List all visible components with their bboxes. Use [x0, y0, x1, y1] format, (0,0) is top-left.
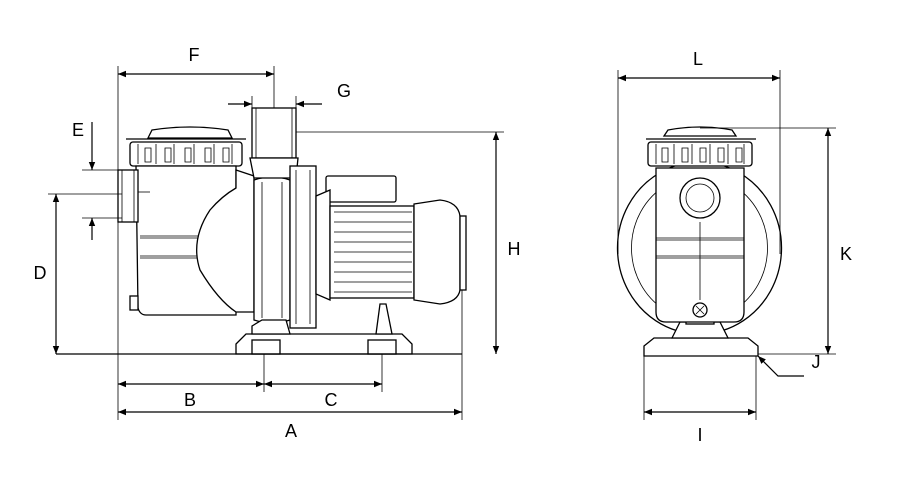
front-extension-lines [617, 70, 836, 420]
label-G: G [337, 81, 351, 101]
front-lid [646, 126, 756, 167]
strainer-lid [126, 126, 246, 167]
label-I: I [697, 425, 702, 445]
label-H: H [508, 239, 521, 259]
flange [289, 165, 317, 329]
side-view [56, 107, 467, 355]
base [235, 303, 413, 355]
front-dimension-lines [618, 74, 832, 416]
dim-J-leader [757, 355, 804, 377]
label-C: C [325, 390, 338, 410]
dimension-lines [52, 70, 500, 416]
inlet-pipe [117, 169, 150, 223]
label-B: B [184, 390, 196, 410]
front-strainer [655, 167, 745, 323]
label-A: A [285, 421, 297, 441]
label-L: L [693, 49, 703, 69]
label-D: D [34, 263, 47, 283]
dimension-labels: F G E D H B C A L K J I [34, 45, 853, 445]
label-F: F [189, 45, 200, 65]
outlet-pipe [249, 107, 299, 179]
front-view [616, 126, 783, 357]
motor [315, 175, 467, 305]
label-J: J [812, 352, 821, 372]
extension-lines [48, 66, 504, 420]
label-E: E [72, 120, 84, 140]
label-K: K [840, 244, 852, 264]
